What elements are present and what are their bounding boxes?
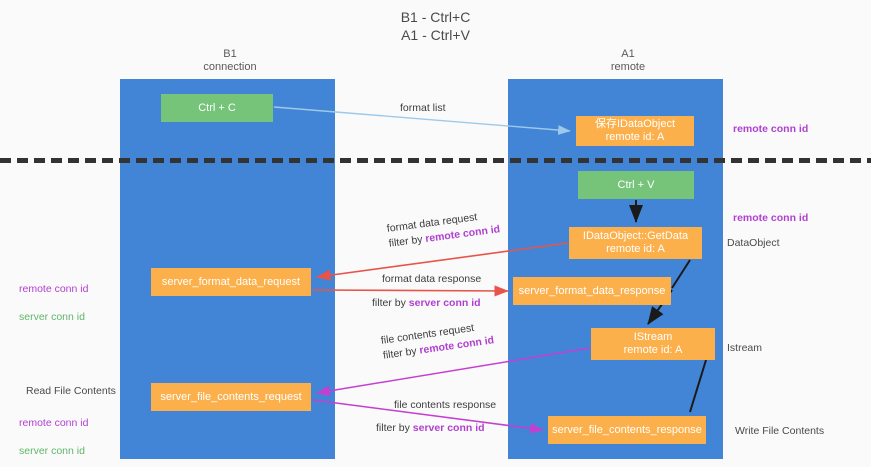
node-server-format-data-response[interactable]: server_format_data_response (513, 277, 671, 305)
annotation-left-server-conn-id-2: server conn id (19, 445, 85, 457)
edge-label-format-list: format list (400, 102, 446, 114)
annotation-read-file-contents: Read File Contents (26, 385, 116, 397)
server-conn-id-key: server conn id (408, 297, 481, 309)
annotation-left-conn-ids: remote conn id server conn id (19, 268, 88, 338)
edge-label-file-contents-response-filter: filter by server conn id (376, 421, 485, 436)
annotation-remote-conn-id-mid: remote conn id (733, 212, 809, 224)
filter-prefix: filter by (382, 344, 421, 362)
section-divider (0, 158, 871, 163)
annotation-left-server-conn-id: server conn id (19, 311, 85, 323)
node-ctrl-c[interactable]: Ctrl + C (161, 94, 273, 122)
filter-prefix: filter by (372, 297, 409, 309)
node-server-file-contents-request[interactable]: server_file_contents_request (151, 383, 311, 411)
annotation-remote-conn-id-top: remote conn id (733, 123, 809, 135)
server-conn-id-key: server conn id (412, 422, 485, 434)
node-server-file-contents-response[interactable]: server_file_contents_response (548, 416, 706, 444)
lane-header-a1: A1 remote (610, 48, 646, 73)
edge-label-file-contents-response: file contents response (394, 399, 497, 411)
annotation-dataobject: DataObject (727, 237, 780, 249)
node-save-idataobject[interactable]: 保存IDataObject remote id: A (576, 116, 694, 146)
edge-format-data-response (312, 285, 509, 297)
edge-label-format-data-response-filter: filter by server conn id (372, 296, 481, 311)
filter-prefix: filter by (376, 422, 413, 434)
node-istream[interactable]: IStream remote id: A (591, 328, 715, 360)
page-title: B1 - Ctrl+C A1 - Ctrl+V (400, 9, 471, 43)
annotation-left-remote-conn-id-2: remote conn id (19, 417, 89, 429)
edge-label-format-data-request: format data request filter by remote con… (386, 207, 501, 251)
node-idataobject-getdata[interactable]: IDataObject::GetData remote id: A (569, 227, 702, 259)
filter-prefix: filter by (388, 233, 427, 250)
annotation-left-conn-ids-2: remote conn id server conn id (19, 402, 88, 467)
node-ctrl-v[interactable]: Ctrl + V (578, 171, 694, 199)
annotation-write-file-contents: Write File Contents (735, 425, 825, 437)
edge-label-file-contents-request: file contents request filter by remote c… (380, 318, 495, 363)
lane-header-b1: B1 connection (203, 48, 257, 73)
node-server-format-data-request[interactable]: server_format_data_request (151, 268, 311, 296)
annotation-istream: Istream (727, 342, 763, 354)
edge-label-format-data-response: format data response (382, 273, 482, 285)
annotation-left-remote-conn-id: remote conn id (19, 283, 89, 295)
